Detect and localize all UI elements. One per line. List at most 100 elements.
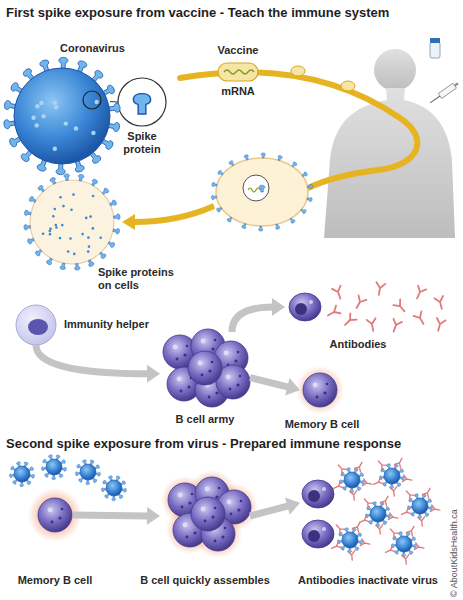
virus-particle — [412, 498, 428, 514]
cell-spike-dot — [89, 215, 92, 218]
antibody-cloud — [326, 282, 446, 333]
virus-surface-spot — [54, 105, 58, 109]
node-label: Memory B cell — [18, 574, 93, 587]
cell-spike — [211, 195, 217, 200]
cell-spike — [78, 174, 85, 181]
coronavirus-spike — [101, 137, 115, 150]
spike-cell — [30, 180, 114, 264]
plasma-cell — [302, 520, 334, 548]
cell-spike-dot — [72, 193, 75, 196]
virus-particle — [344, 472, 360, 488]
virus-spike — [20, 482, 24, 487]
bound-antibody — [384, 546, 395, 556]
connector-line — [250, 378, 288, 388]
bound-antibody — [358, 516, 369, 526]
cell-spike-dot — [73, 253, 76, 256]
virus-surface-spot — [31, 116, 35, 120]
node-label: B cell quickly assembles — [140, 574, 270, 587]
node-label: Antibodies inactivate virus — [298, 574, 438, 587]
coronavirus-spike — [22, 67, 36, 81]
cell-spike — [226, 216, 233, 223]
node-label: B cell army — [176, 413, 235, 426]
coronavirus-spike — [59, 57, 68, 68]
antibodies-node: Antibodies — [285, 282, 447, 332]
cell-spike — [60, 263, 67, 270]
connector-arrow — [73, 507, 160, 525]
body-cell — [216, 158, 308, 226]
cell-spike — [241, 223, 247, 229]
arrowhead — [147, 365, 160, 383]
neutralised-virus-node: Antibodies inactivate virus — [300, 456, 448, 560]
coronavirus-spike — [4, 100, 16, 111]
cell-spike — [98, 251, 106, 259]
cell-spike — [277, 155, 283, 161]
virus-spike — [41, 466, 46, 471]
cell-spike — [259, 226, 263, 231]
cell-spike-dot — [81, 233, 84, 236]
virus-spike — [86, 480, 90, 485]
decoration-layer — [3, 57, 440, 564]
connector-line — [73, 512, 148, 520]
bound-antibody — [390, 487, 398, 497]
cell-spike — [109, 199, 117, 207]
syringe-needle — [430, 96, 440, 103]
bound-antibody — [388, 513, 398, 521]
copyright-watermark: © AboutKidsHealth.ca — [449, 509, 460, 597]
syringe-barrel — [438, 83, 456, 98]
cell-spike-dot — [42, 232, 45, 235]
coronavirus-spike — [73, 160, 85, 173]
spike-cell-node: Spike proteins on cells — [30, 180, 114, 264]
memory-cell-node: Memory B cell — [37, 497, 73, 533]
node-label: Vaccine — [218, 44, 259, 57]
node-label: Coronavirus — [60, 42, 125, 55]
virus-spike — [101, 487, 106, 492]
arrowhead — [272, 298, 285, 316]
b-cell — [191, 497, 225, 531]
bound-antibody — [423, 487, 433, 498]
antibody — [413, 286, 426, 301]
cell-spike-dot — [92, 227, 95, 230]
coronavirus-spike — [20, 149, 34, 163]
virus-spike — [112, 496, 116, 501]
cell-spike — [300, 208, 307, 214]
bound-antibody — [388, 527, 399, 538]
connector-arrow — [250, 497, 300, 516]
cell-spike-dot — [62, 205, 65, 208]
bound-antibody — [376, 525, 384, 535]
coronavirus-spike — [102, 84, 116, 97]
bound-antibody — [381, 495, 391, 506]
magnifier-ring — [83, 91, 101, 109]
coronavirus-spike — [88, 151, 102, 165]
bound-antibody — [404, 489, 415, 500]
virus-node: Coronavirus — [14, 68, 110, 164]
virus-surface-spot — [91, 131, 95, 135]
cell-spike — [64, 174, 70, 181]
bound-antibody — [348, 551, 356, 561]
memory-glow — [296, 366, 344, 414]
antibody — [332, 286, 345, 300]
arrowhead — [285, 378, 300, 396]
bound-antibody — [362, 479, 372, 487]
virus-spike — [52, 475, 56, 480]
coronavirus-spike — [10, 82, 24, 95]
plasma-cell — [302, 480, 334, 508]
plasma-cell — [289, 293, 321, 321]
syringe — [428, 81, 459, 105]
virus-spike — [9, 473, 14, 478]
connector-line — [232, 307, 273, 332]
coronavirus-spike — [8, 135, 22, 148]
cell-spike-dot — [92, 195, 95, 198]
mrna-strand — [248, 188, 260, 192]
cell-spike — [113, 214, 120, 220]
vaccine-capsule — [218, 63, 258, 81]
connector-line — [250, 506, 288, 516]
antibody — [353, 295, 367, 310]
node-label: Immunity helper — [64, 318, 149, 331]
bound-antibody — [418, 517, 426, 527]
cell-spike — [35, 248, 43, 256]
bound-antibody — [336, 463, 347, 474]
cell-spike-dot — [85, 217, 88, 220]
b-cell-cluster-node: B cell quickly assembles — [160, 480, 250, 552]
person-head — [374, 49, 416, 91]
